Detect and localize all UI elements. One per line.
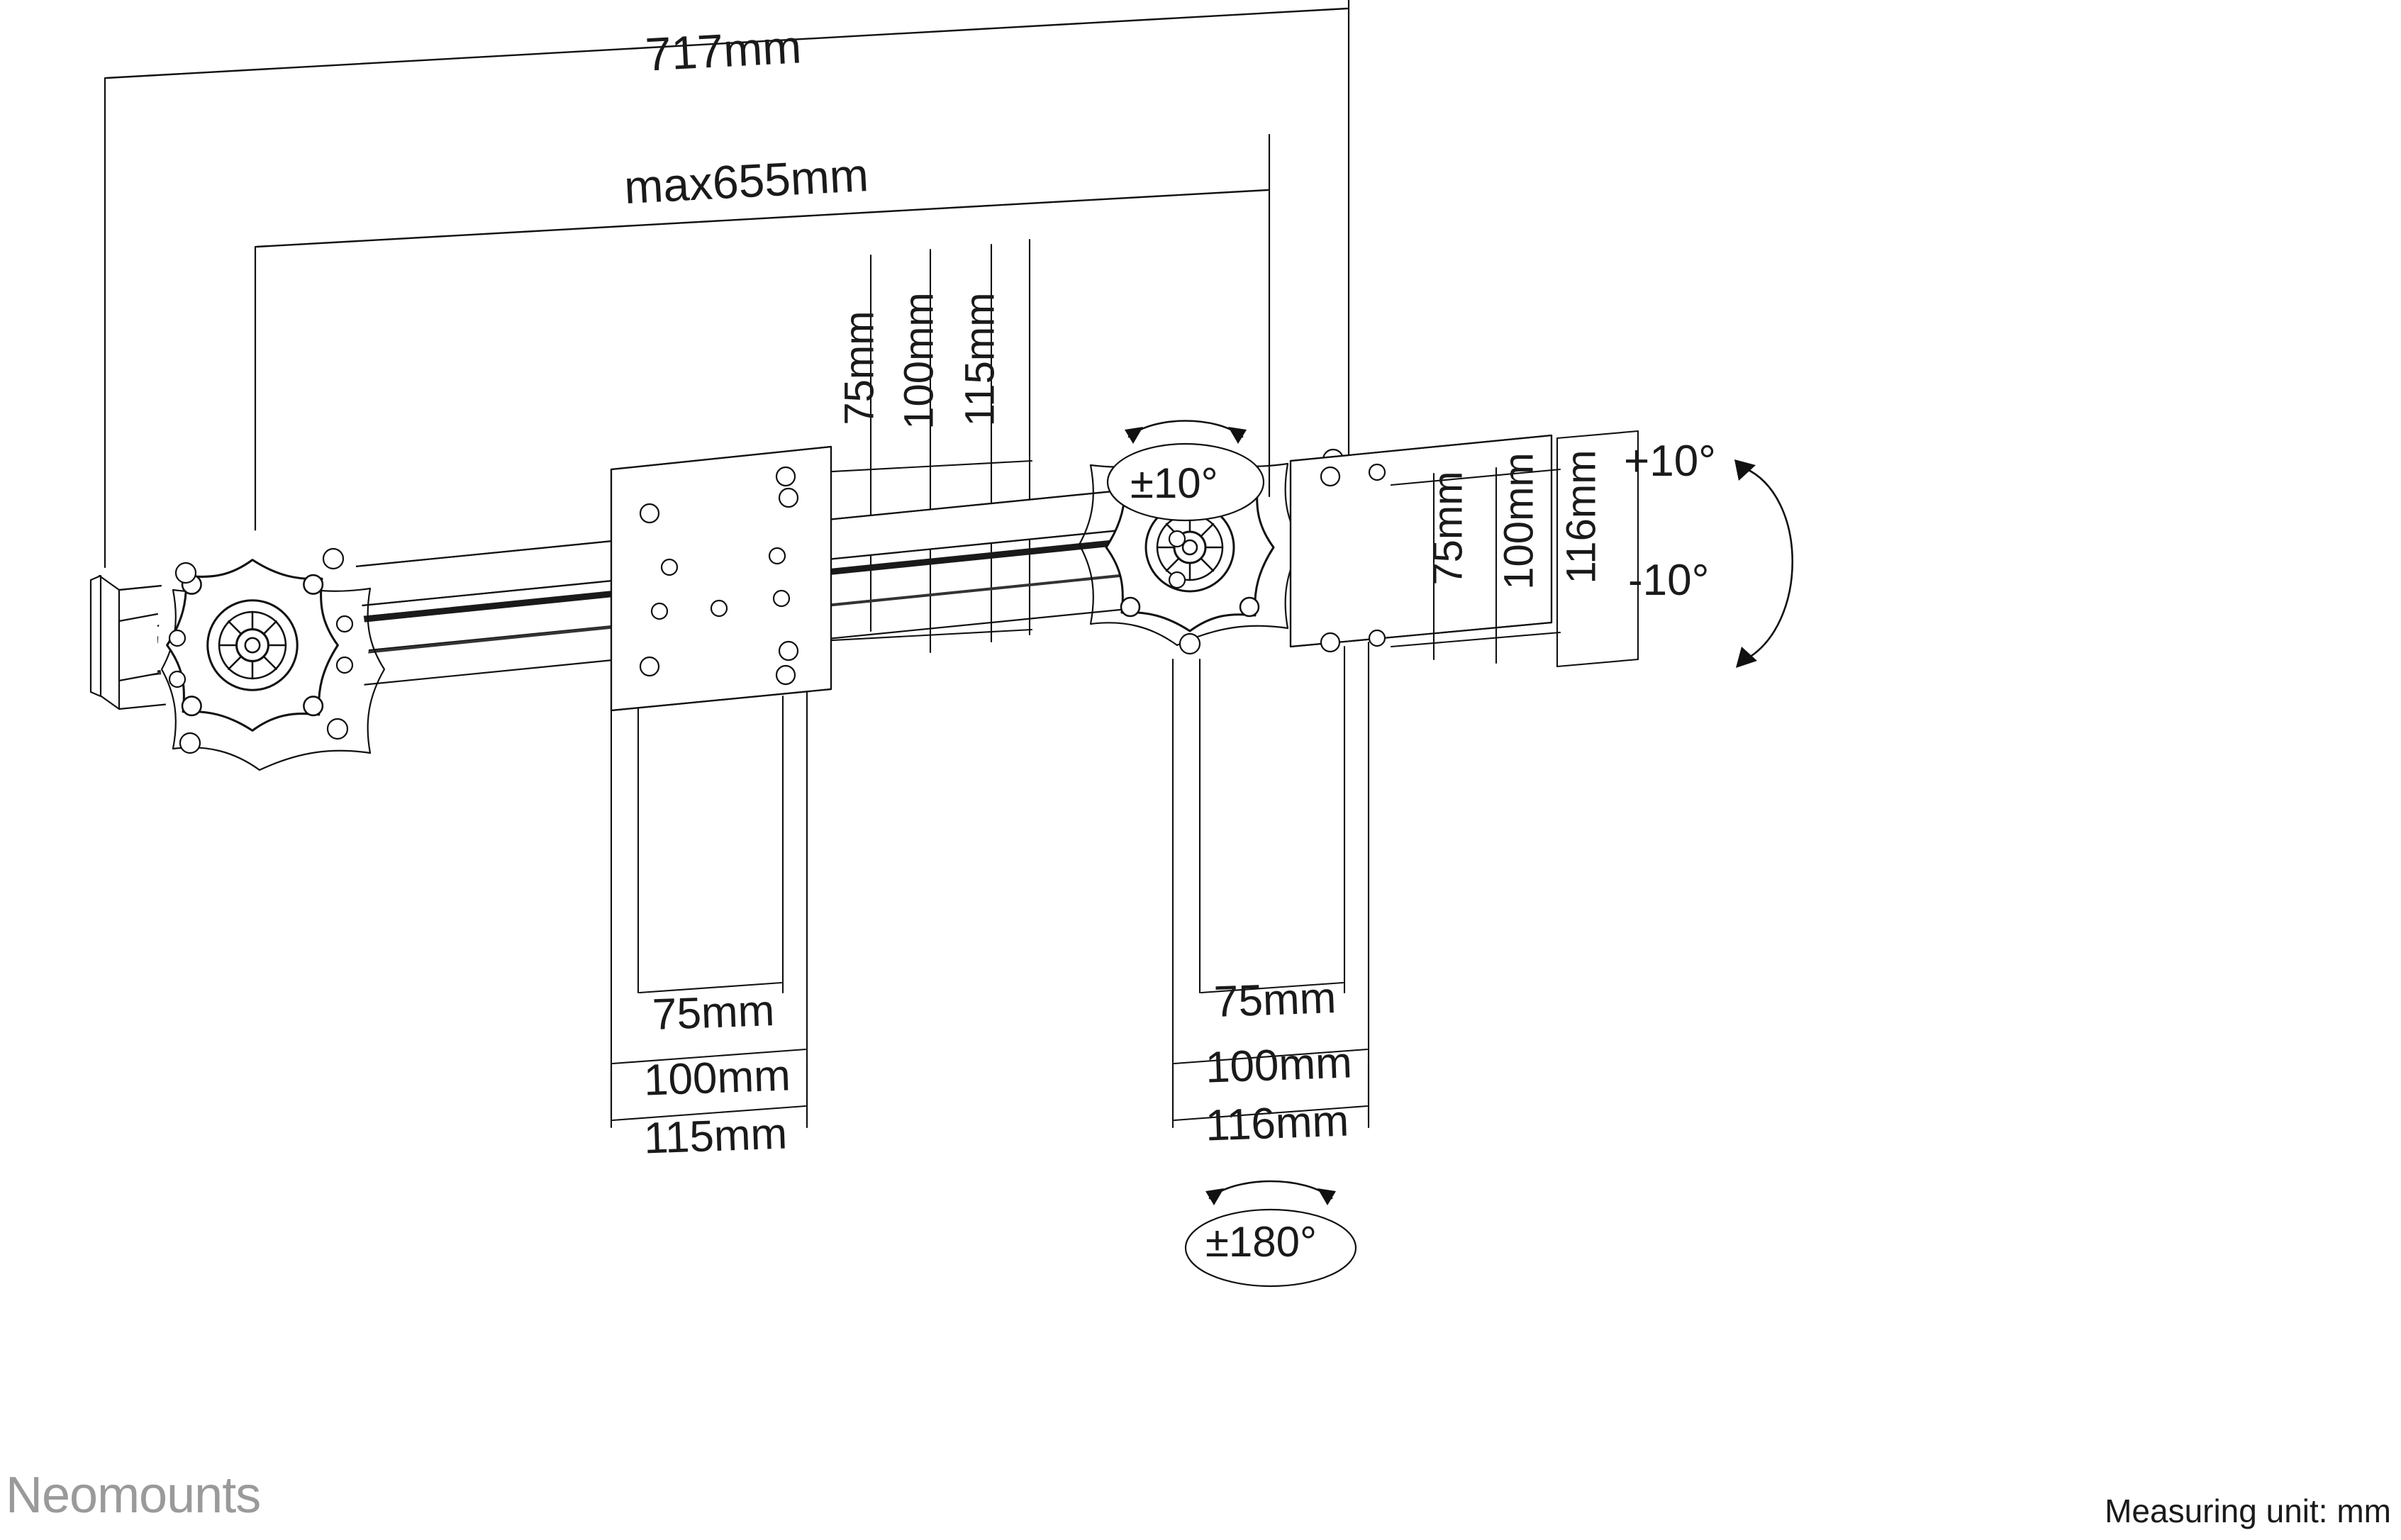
measuring-unit-note: Measuring unit: mm xyxy=(2105,1492,2391,1529)
dimension-left-plate-lines xyxy=(610,691,808,1129)
angle-label-tilt-up: +10° xyxy=(1624,437,1716,486)
dimension-label-center-vesa-75: 75mm xyxy=(836,311,883,425)
dimension-label-center-vesa-115: 115mm xyxy=(957,292,1003,427)
rotation-arc xyxy=(1208,1180,1333,1200)
dimension-label-center-vesa-100: 100mm xyxy=(896,292,942,430)
dimension-label-right-vesa-100: 100mm xyxy=(1495,452,1542,590)
dimension-right-plate-lines xyxy=(1171,641,1370,1129)
swivel-arc xyxy=(1127,420,1244,438)
tilt-arrowheads xyxy=(1734,459,1757,668)
brand-logo-neomounts: Neomounts xyxy=(6,1467,261,1524)
rotation-callout-graphic xyxy=(1184,1208,1357,1288)
dimension-label-right-plate-100: 100mm xyxy=(1204,1038,1353,1093)
dimension-label-left-plate-115: 115mm xyxy=(642,1109,789,1164)
dimension-label-right-vesa-75: 75mm xyxy=(1425,471,1471,586)
dimension-label-left-plate-100: 100mm xyxy=(642,1051,791,1105)
dimension-label-right-vesa-116: 116mm xyxy=(1558,450,1605,584)
swivel-arrowheads xyxy=(1125,427,1247,444)
dimension-717mm-lines xyxy=(104,0,1350,569)
center-mounting-plate xyxy=(610,445,832,712)
dimension-label-rail-total-width: 717mm xyxy=(644,20,803,81)
angle-label-rotation: ±180° xyxy=(1205,1218,1318,1266)
dimension-label-left-plate-75: 75mm xyxy=(651,986,776,1039)
dimension-right-vesa-lines xyxy=(1390,430,1639,668)
dimension-label-right-plate-75: 75mm xyxy=(1213,973,1337,1027)
left-vesa-head xyxy=(118,520,386,779)
tilt-arc xyxy=(1743,467,1794,661)
dimension-label-right-plate-116: 116mm xyxy=(1204,1096,1350,1151)
right-mounting-plate xyxy=(1289,434,1553,653)
angle-label-tilt-down: -10° xyxy=(1628,556,1710,605)
dimension-center-vesa-lines xyxy=(791,238,1033,654)
angle-label-swivel: ±10° xyxy=(1130,459,1218,507)
swivel-callout-graphic xyxy=(1106,442,1265,522)
rotation-arrowheads xyxy=(1205,1188,1336,1205)
dimension-label-max-span: max655mm xyxy=(623,148,870,213)
